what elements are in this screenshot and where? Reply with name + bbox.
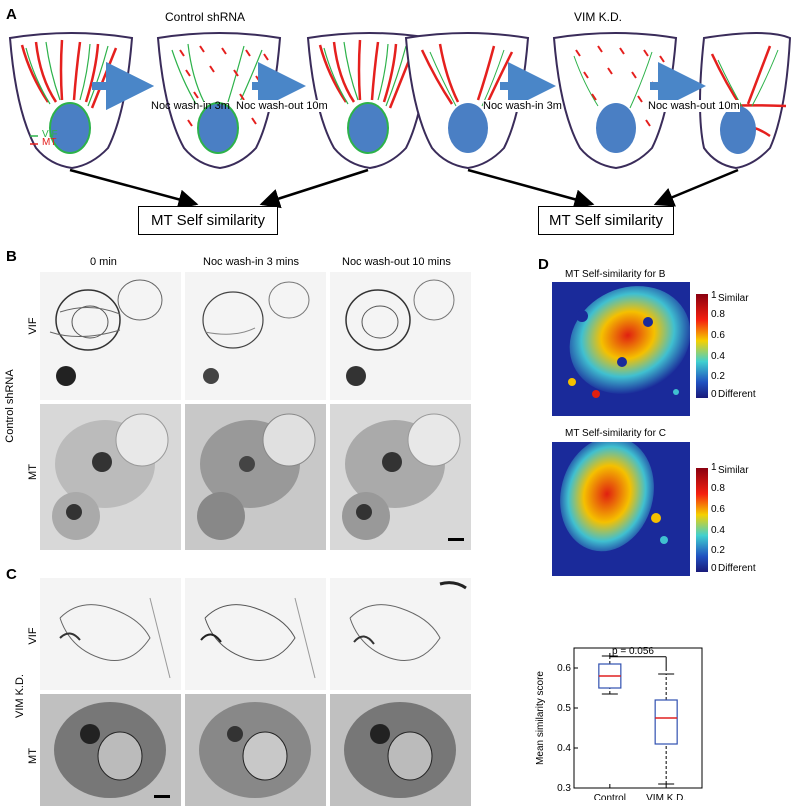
cb-b-similar: Similar [718, 293, 749, 304]
y-tick-label-2: 0.5 [557, 703, 571, 714]
micrograph-b-vif-2 [330, 272, 471, 400]
cb-c-tick-04: 0.4 [711, 525, 725, 536]
cell-control-wash-in [156, 32, 282, 170]
colorbar-c [696, 468, 708, 572]
arrow-to-similarity-right-a [467, 168, 595, 210]
cb-b-different: Different [718, 389, 756, 400]
boxplot-chart: Mean similarity score p = 0.056 0.3 0.4 0.… [535, 646, 703, 800]
row-label-vif-b: VIF [27, 317, 39, 335]
cb-c-similar: Similar [718, 465, 749, 476]
panel-a-label: A [6, 6, 17, 23]
box-1 [654, 699, 678, 745]
y-tick-label-1: 0.4 [557, 743, 571, 754]
x-category-label-0: Control [594, 793, 626, 800]
cb-b-tick-06: 0.6 [711, 330, 725, 341]
heatmap-c [552, 442, 690, 576]
cb-b-tick-08: 0.8 [711, 309, 725, 320]
arrow-to-similarity-left-a [69, 168, 199, 210]
heatmap-c-title: MT Self-similarity for C [565, 428, 666, 439]
cell-control-initial [8, 32, 134, 170]
cb-c-tick-06: 0.6 [711, 504, 725, 515]
col-header-2: Noc wash-out 10 mins [342, 256, 451, 268]
micrograph-c-mt-1 [185, 694, 326, 806]
control-shrna-title: Control shRNA [165, 10, 246, 24]
micrograph-c-mt-0 [40, 694, 181, 806]
y-tick-label-3: 0.6 [557, 663, 571, 674]
micrograph-c-vif-1 [185, 578, 326, 690]
cb-c-different: Different [718, 563, 756, 574]
panel-d-label: D [538, 256, 549, 273]
micrograph-c-vif-0 [40, 578, 181, 690]
legend-mt: MT [42, 137, 57, 148]
cb-b-tick-0: 0 [711, 389, 717, 400]
cb-c-tick-0: 0 [711, 563, 717, 574]
step-label-kd-2: Noc wash-out 10m [648, 100, 740, 112]
colorbar-b [696, 294, 708, 398]
step-label-kd-1: Noc wash-in 3m [483, 100, 562, 112]
cell-control-wash-out [306, 32, 432, 170]
cb-c-tick-02: 0.2 [711, 545, 725, 556]
cell-kd-wash-out [699, 32, 792, 170]
cell-kd-wash-in [552, 32, 678, 170]
similarity-box-control: MT Self similarity [138, 206, 278, 235]
boxplot-ylabel: Mean similarity score [535, 671, 546, 765]
micrograph-b-mt-2 [330, 404, 471, 550]
cb-b-tick-04: 0.4 [711, 351, 725, 362]
arrow-to-similarity-left-b [259, 168, 369, 209]
micrograph-b-mt-0 [40, 404, 181, 550]
legend-vif: VIF [42, 129, 58, 140]
col-header-1: Noc wash-in 3 mins [203, 256, 299, 268]
scale-bar-b [448, 538, 464, 541]
panel-c-label: C [6, 566, 17, 583]
step-label-control-1: Noc wash-in 3m [151, 100, 230, 112]
micrograph-b-vif-0 [40, 272, 181, 400]
panel-a-schematic [8, 32, 792, 210]
step-label-control-2: Noc wash-out 10m [236, 100, 328, 112]
cell-kd-initial [404, 32, 530, 170]
micrograph-c-vif-2 [330, 578, 471, 690]
vim-kd-title: VIM K.D. [574, 10, 623, 24]
boxplot-frame [573, 647, 703, 789]
x-category-label-1: VIM K.D. [646, 793, 686, 800]
row-label-mt-b: MT [27, 464, 39, 480]
arrow-to-similarity-right-b [653, 168, 739, 207]
cb-b-tick-1: 1 [711, 290, 717, 301]
y-tick-label-0: 0.3 [557, 783, 571, 794]
panel-b-label: B [6, 248, 17, 265]
control-shrna-row-group: Control shRNA [4, 369, 16, 443]
micrograph-b-vif-1 [185, 272, 326, 400]
row-label-mt-c: MT [27, 748, 39, 764]
boxplot-p-value: p = 0.056 [612, 646, 654, 657]
row-label-vif-c: VIF [27, 627, 39, 645]
vim-kd-row-group: VIM K.D. [14, 674, 26, 719]
heatmap-b [552, 282, 690, 416]
cb-c-tick-08: 0.8 [711, 483, 725, 494]
similarity-box-kd: MT Self similarity [538, 206, 674, 235]
micrograph-b-mt-1 [185, 404, 326, 550]
heatmap-b-title: MT Self-similarity for B [565, 269, 666, 280]
micrograph-c-mt-2 [330, 694, 471, 806]
cb-b-tick-02: 0.2 [711, 371, 725, 382]
scale-bar-c [154, 795, 170, 798]
cb-c-tick-1: 1 [711, 462, 717, 473]
col-header-0: 0 min [90, 256, 117, 268]
